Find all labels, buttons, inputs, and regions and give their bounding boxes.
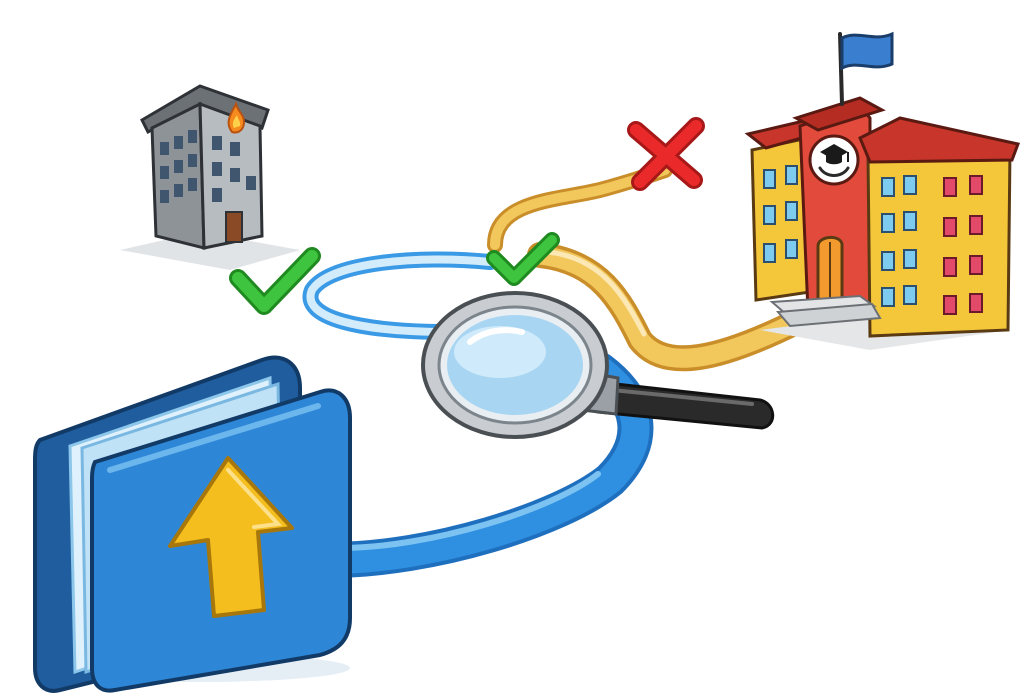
office-building-icon — [120, 84, 300, 270]
gold-route — [527, 242, 813, 372]
blue-loop-route — [302, 251, 498, 340]
school-building-icon — [744, 96, 1021, 350]
upload-arrow-icon — [168, 456, 294, 618]
cross-icon — [627, 117, 705, 191]
magnifying-glass-icon — [421, 291, 775, 439]
checkmark-icon — [229, 247, 321, 315]
flag-icon — [838, 31, 894, 106]
checkmark-icon — [486, 232, 560, 286]
flame-icon — [227, 101, 246, 134]
graduation-cap-icon — [820, 144, 849, 165]
